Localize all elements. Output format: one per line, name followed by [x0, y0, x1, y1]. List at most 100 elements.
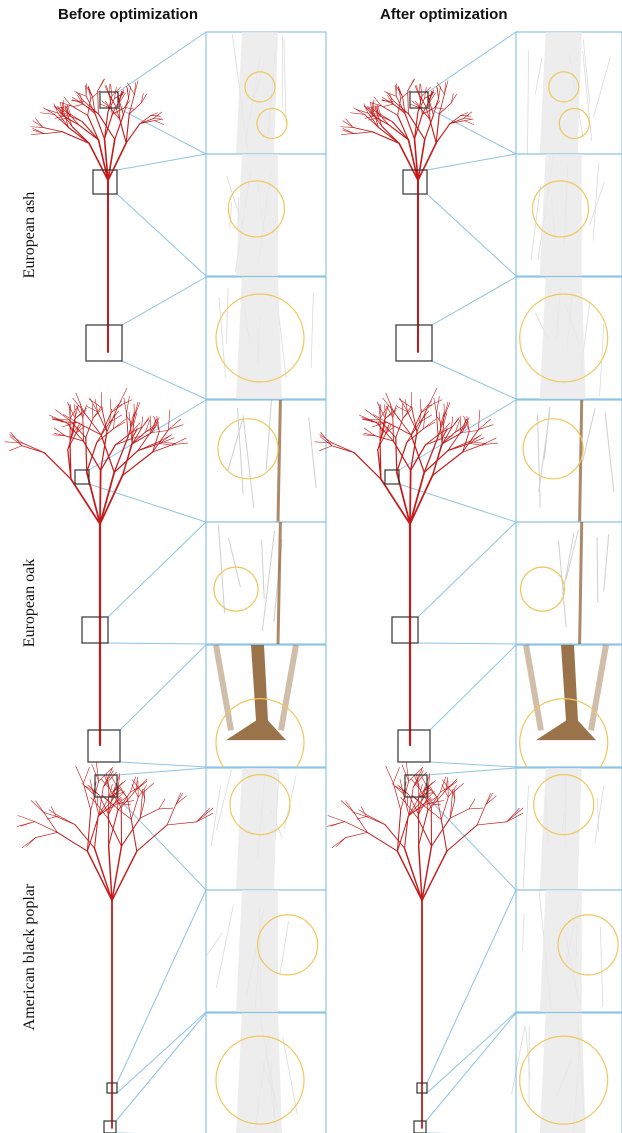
branch-segment — [91, 91, 101, 99]
zoom-panel — [516, 400, 622, 522]
branch-segment — [477, 822, 506, 825]
branch-segment — [408, 412, 417, 432]
branch-segment — [430, 120, 436, 143]
connector-line — [427, 1012, 516, 1093]
branch-segment — [424, 437, 438, 473]
trunk-shade — [540, 154, 582, 276]
branch-segment — [393, 767, 399, 783]
branch-segment — [87, 851, 112, 900]
branch-segment — [35, 832, 57, 837]
branch-line — [580, 522, 582, 644]
branch-segment — [343, 130, 354, 134]
branch-segment — [369, 816, 385, 825]
connector-line — [418, 522, 516, 617]
branch-segment — [439, 94, 444, 114]
trunk-shade — [540, 1013, 586, 1133]
branch-segment — [155, 121, 164, 125]
branch-segment — [419, 798, 427, 814]
branch-segment — [359, 810, 369, 816]
branch-segment — [167, 822, 196, 825]
branch-segment — [110, 399, 111, 412]
branch-segment — [129, 412, 130, 425]
zoom-box — [398, 730, 430, 762]
branch-segment — [155, 119, 163, 121]
connector-line — [427, 890, 516, 1083]
branch-segment — [394, 102, 408, 114]
branch-segment — [463, 119, 471, 120]
branch-segment — [31, 134, 44, 135]
branch-segment — [336, 838, 345, 847]
zoom-panel — [206, 400, 326, 522]
branch-segment — [425, 438, 442, 444]
branch-segment — [98, 412, 107, 432]
zoom-box — [396, 325, 432, 361]
branch-segment — [109, 798, 117, 814]
branch-segment — [400, 779, 403, 794]
branch-segment — [88, 87, 92, 98]
branch-segment — [393, 418, 394, 442]
branch-segment — [420, 399, 421, 412]
branch-segment — [469, 799, 475, 809]
connector-line — [117, 890, 206, 1083]
zoom-panel — [516, 768, 622, 890]
branch-segment — [176, 793, 183, 804]
branch-segment — [396, 438, 397, 473]
zoom-box — [104, 1121, 116, 1133]
branch-segment — [151, 113, 158, 116]
branch-segment — [75, 405, 76, 419]
connector-line — [430, 645, 516, 730]
branch-segment — [18, 815, 35, 821]
branch-segment — [55, 116, 65, 118]
zoom-panel — [206, 522, 326, 644]
branch-segment — [431, 818, 450, 846]
branch-segment — [76, 393, 84, 411]
connector-line — [432, 361, 516, 399]
branch-segment — [98, 114, 114, 140]
connector-line — [117, 1012, 206, 1093]
branch-segment — [397, 442, 407, 472]
zoom-box — [82, 617, 108, 643]
branch-segment — [486, 793, 493, 804]
zoom-panels-after — [512, 32, 622, 1133]
zoom-panel — [516, 154, 622, 276]
zoom-box — [86, 325, 122, 361]
branch-segment — [446, 781, 457, 790]
branch-segment — [10, 436, 22, 445]
branch-segment — [408, 91, 409, 114]
branch-segment — [332, 838, 345, 848]
branch-segment — [115, 438, 132, 444]
zoom-panel — [516, 277, 622, 399]
trunk-shade — [236, 890, 278, 1012]
zoom-panel — [206, 1013, 326, 1133]
branch-segment — [341, 134, 354, 135]
panel-frame — [206, 522, 326, 644]
branch-segment — [401, 91, 411, 99]
zoom-panel — [206, 645, 326, 787]
branch-segment — [26, 838, 35, 847]
branch-segment — [83, 418, 84, 442]
branch-segment — [153, 119, 161, 120]
branch-segment — [33, 130, 44, 134]
branch-segment — [450, 809, 469, 818]
branch-segment — [100, 470, 101, 524]
trunk-shade — [236, 154, 278, 276]
connector-line — [108, 643, 206, 644]
zoom-panel — [516, 522, 622, 644]
branch-segment — [120, 787, 127, 798]
branch-segment — [365, 116, 375, 118]
branch-segment — [114, 437, 128, 473]
branch-segment — [130, 426, 132, 445]
branch-segment — [98, 91, 99, 114]
connector-line — [116, 1013, 206, 1121]
branch-segment — [168, 425, 183, 430]
zoom-panel — [206, 32, 326, 154]
branch-segment — [408, 114, 424, 140]
connector-line — [427, 194, 516, 276]
connector-line — [430, 762, 516, 767]
branch-segment — [106, 86, 109, 97]
branch-segment — [354, 132, 372, 134]
trunk-shade — [540, 277, 586, 399]
branch-segment — [92, 404, 93, 418]
branch-segment — [430, 787, 437, 798]
branch-segment — [440, 426, 442, 445]
